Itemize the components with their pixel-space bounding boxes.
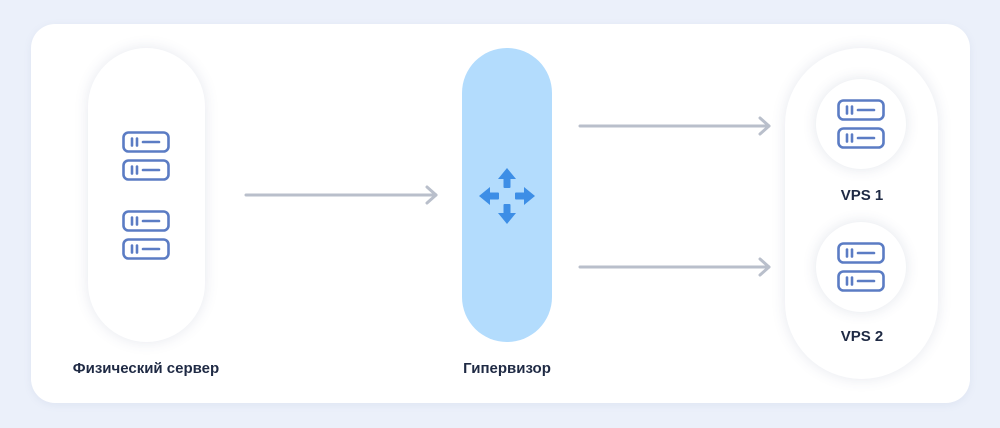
vps1-circle (816, 79, 906, 169)
vps2-server-icon (837, 242, 885, 292)
hypervisor-pill (462, 48, 552, 342)
server-icon (122, 131, 170, 181)
physical-server-label: Физический сервер (72, 360, 220, 377)
vps2-circle (816, 222, 906, 312)
arrow-physical-to-hypervisor (244, 185, 438, 205)
vps2-label: VPS 2 (840, 328, 884, 345)
hypervisor-label: Гипервизор (463, 360, 551, 377)
arrow-hypervisor-to-vps2 (578, 257, 771, 277)
server-icon (122, 210, 170, 260)
vps1-label: VPS 1 (840, 187, 884, 204)
physical-server-pill (88, 48, 205, 342)
arrow-hypervisor-to-vps1 (578, 116, 771, 136)
vps1-server-icon (837, 99, 885, 149)
move-arrows-icon (479, 168, 535, 224)
